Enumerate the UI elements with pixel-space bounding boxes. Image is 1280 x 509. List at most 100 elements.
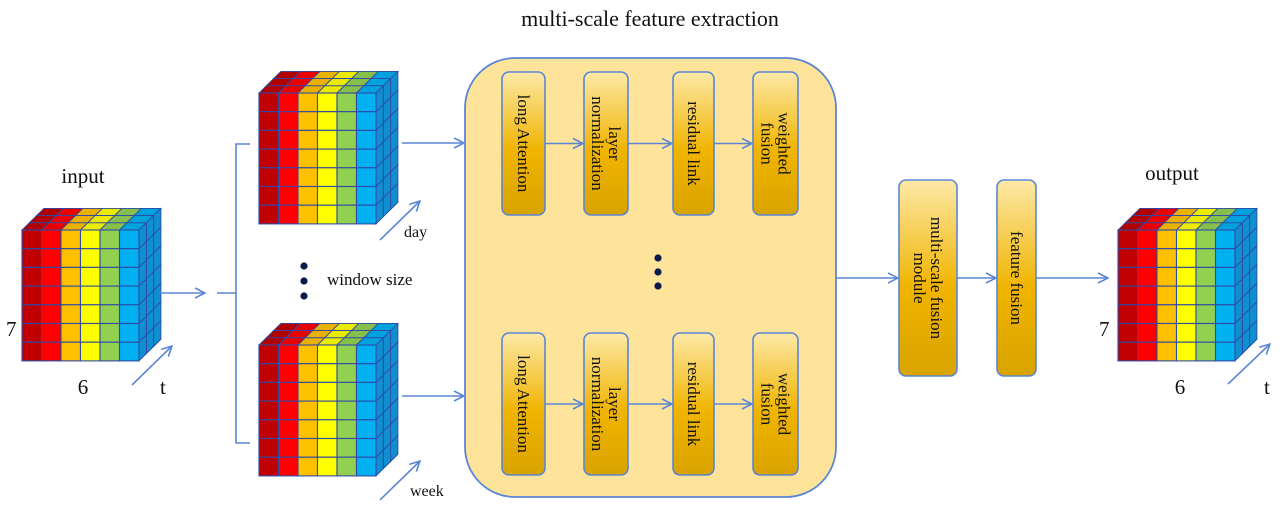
- cube-front-cell: [1136, 322, 1158, 343]
- cube-front-cell: [277, 167, 299, 188]
- cube-front-cell: [258, 148, 280, 169]
- diagram-title: multi-scale feature extraction: [521, 6, 779, 31]
- output-depth-label: t: [1264, 375, 1270, 399]
- cube-front-cell: [258, 185, 280, 206]
- output-depth-arrow: [1227, 344, 1270, 385]
- branch-bottom-block-3-label: residual link: [684, 362, 703, 447]
- ellipsis-dot: [300, 277, 308, 285]
- cube-front-cell: [99, 285, 121, 306]
- cube-front-cell: [21, 229, 43, 250]
- cube-front-cell: [1195, 285, 1217, 306]
- cube-front-cell: [1214, 248, 1236, 268]
- cube-front-cell: [1136, 266, 1158, 287]
- cube-front-cell: [316, 92, 338, 113]
- cube-front-cell: [1136, 229, 1158, 250]
- cube-front-cell: [297, 92, 319, 113]
- cube-front-cell: [316, 456, 338, 477]
- cube-front-cell: [1175, 341, 1197, 362]
- cube-front-cell: [1175, 248, 1197, 268]
- cube-front-cell: [316, 204, 338, 225]
- cube-front-cell: [355, 167, 377, 188]
- cube-front-cell: [297, 344, 319, 365]
- cube-front-cell: [336, 419, 358, 440]
- cube-front-cell: [60, 304, 82, 325]
- cube-front-cell: [79, 304, 101, 325]
- cube-front-cell: [21, 266, 43, 287]
- cube-front-cell: [1156, 304, 1178, 325]
- branch-top-block-4-label: fusion: [758, 122, 777, 165]
- feature-fusion-block: feature fusion: [996, 179, 1037, 377]
- cube-front-cell: [355, 456, 377, 477]
- input-rows-label: 7: [6, 317, 17, 341]
- cube-front-cell: [1195, 229, 1217, 250]
- branch-top-block-4-box: [752, 71, 799, 216]
- cube-front-cell: [355, 92, 377, 113]
- cube-front-cell: [258, 400, 280, 421]
- input-label: input: [61, 164, 104, 188]
- cube-front-cell: [21, 341, 43, 362]
- cube-front-cell: [60, 266, 82, 287]
- cube-front-cell: [277, 344, 299, 365]
- cube-front-cell: [1156, 341, 1178, 362]
- cube-front-cell: [118, 304, 140, 325]
- input-depth-label: t: [160, 375, 166, 399]
- cube-front-cell: [336, 92, 358, 113]
- cube-front-cell: [79, 266, 101, 287]
- cube-front-cell: [297, 419, 319, 440]
- cube-front-cell: [1175, 229, 1197, 250]
- cube-front-cell: [1175, 285, 1197, 306]
- output-tensor-group: output 7 6 t: [1099, 161, 1270, 399]
- cube-front-cell: [258, 363, 280, 383]
- cube-front-cell: [1117, 266, 1139, 287]
- cube-front-cell: [79, 341, 101, 362]
- cube-front-cell: [1156, 229, 1178, 250]
- branch-bottom-block-4-box: [752, 332, 799, 476]
- cube-front-cell: [1117, 304, 1139, 325]
- cube-front-cell: [40, 341, 62, 362]
- branch-top-block-2-label: normalization: [588, 96, 607, 191]
- cube-front-cell: [336, 344, 358, 365]
- cube-front-cell: [1156, 266, 1178, 287]
- week-depth-arrow: [379, 461, 420, 501]
- cube-front-cell: [336, 363, 358, 383]
- cube-front-cell: [277, 148, 299, 169]
- cube-front-cell: [21, 304, 43, 325]
- cube-front-cell: [316, 437, 338, 458]
- cube-front-cell: [258, 419, 280, 440]
- cube-front-cell: [355, 185, 377, 206]
- cube-front-cell: [297, 185, 319, 206]
- branch-top-block-3: residual link: [672, 71, 715, 216]
- cube-front-cell: [355, 400, 377, 421]
- cube-front-cell: [40, 322, 62, 343]
- cube-front-cell: [1175, 322, 1197, 343]
- cube-front-cell: [336, 111, 358, 131]
- cube-front-cell: [336, 400, 358, 421]
- cube-front-cell: [258, 111, 280, 131]
- cube-front-cell: [355, 111, 377, 131]
- cube-front-cell: [277, 92, 299, 113]
- cube-front-cell: [1136, 285, 1158, 306]
- branch-top-block-1-label: long Attention: [514, 95, 533, 193]
- cube-front-cell: [1214, 285, 1236, 306]
- input-cols-label: 6: [78, 375, 89, 399]
- cube-front-cell: [118, 341, 140, 362]
- cube-front-cell: [277, 456, 299, 477]
- cube-front-cell: [1195, 248, 1217, 268]
- branch-bottom-block-2-label: normalization: [588, 357, 607, 452]
- cube-front-cell: [355, 363, 377, 383]
- week-label: week: [410, 483, 444, 500]
- branch-top-block-1: long Attention: [501, 71, 546, 216]
- cube-front-cell: [336, 167, 358, 188]
- day-label: day: [404, 224, 427, 241]
- cube-front-cell: [336, 185, 358, 206]
- split-bracket: [217, 143, 250, 444]
- cube-front-cell: [1156, 248, 1178, 268]
- cube-front-cell: [316, 111, 338, 131]
- branch-bottom-block-1-label: long Attention: [514, 355, 533, 453]
- cube-front-cell: [336, 129, 358, 150]
- cube-front-cell: [1117, 322, 1139, 343]
- branch-top-block-2-label: layer: [605, 127, 624, 161]
